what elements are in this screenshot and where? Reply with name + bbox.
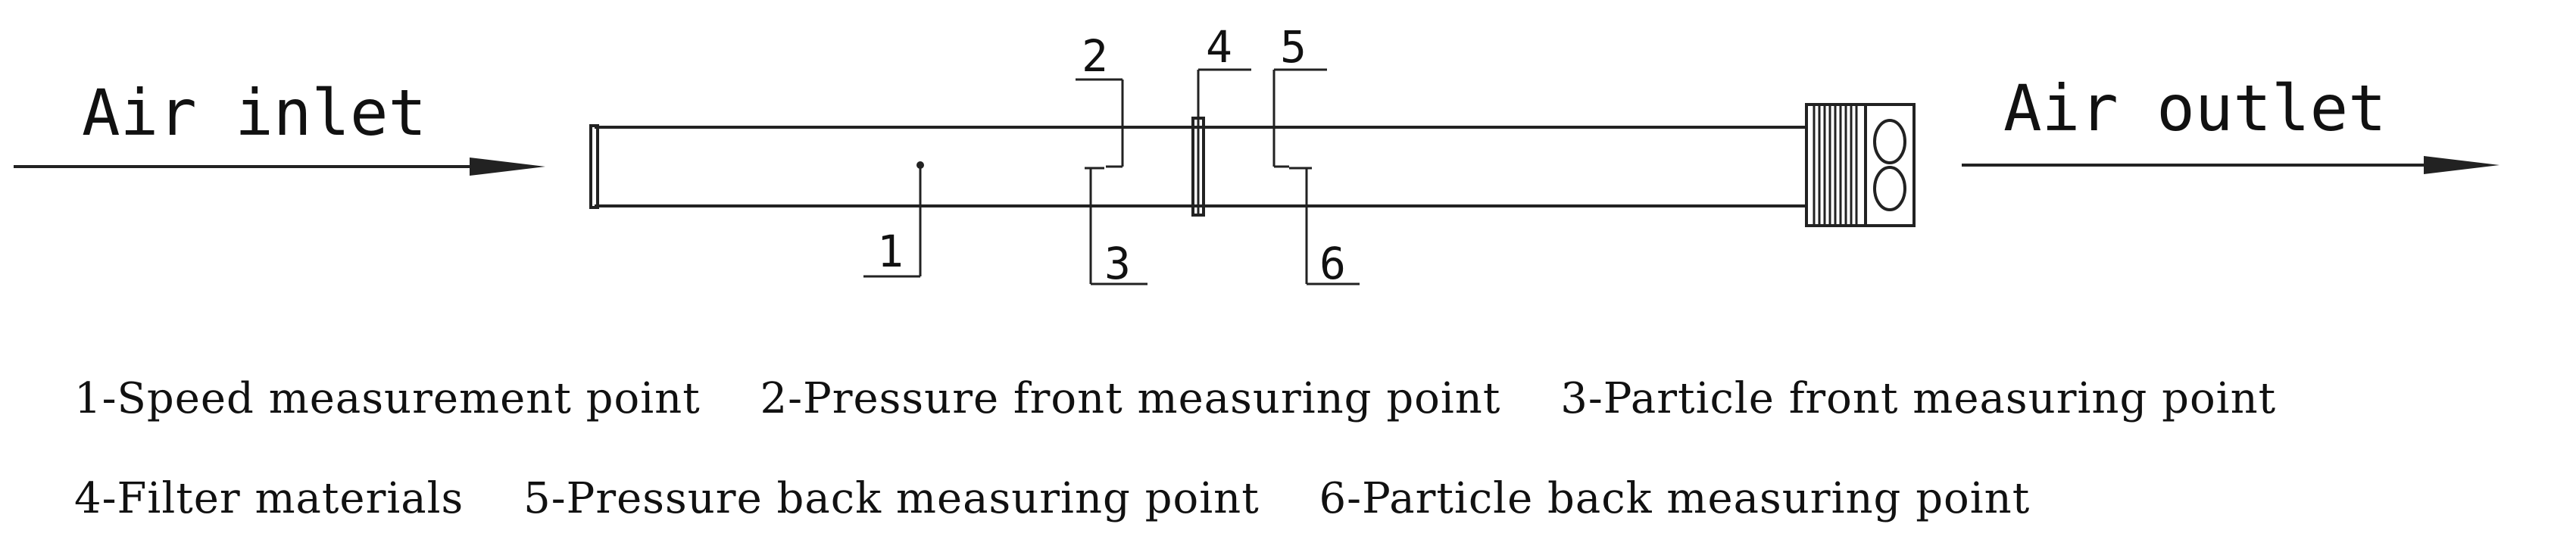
callout-2-leader: [1076, 78, 1124, 168]
fan-rotor-lower: [1873, 166, 1906, 211]
callout-4-leader: [1197, 68, 1251, 118]
fan-rotor-upper: [1873, 119, 1906, 164]
filter-holder: [1191, 117, 1205, 217]
legend-item-filter-materials: 4-Filter materials: [74, 474, 464, 523]
callout-1-leader: [863, 161, 924, 278]
callout-6-label: 6: [1319, 238, 1346, 289]
legend-item-pressure-back: 5-Pressure back measuring point: [523, 474, 1260, 523]
duct-tube: [589, 124, 1806, 209]
callout-5-leader: [1272, 68, 1327, 168]
callout-3-leader: [1085, 167, 1147, 285]
air-outlet-label: Air outlet: [2003, 71, 2387, 145]
legend-row-1: 1-Speed measurement point 2-Pressure fro…: [74, 373, 2322, 426]
callout-6-leader: [1289, 167, 1360, 285]
callout-1-label: 1: [877, 226, 904, 277]
air-inlet-label: Air inlet: [82, 76, 426, 150]
legend-item-particle-front: 3-Particle front measuring point: [1560, 374, 2277, 423]
callout-3-label: 3: [1104, 238, 1131, 289]
callout-5-label: 5: [1280, 21, 1307, 73]
legend-row-2: 4-Filter materials 5-Pressure back measu…: [74, 473, 2075, 526]
air-inlet-arrow: [14, 158, 545, 176]
air-outlet-arrow: [1962, 156, 2500, 174]
fan-housing: [1805, 103, 1916, 227]
legend-item-speed-point: 1-Speed measurement point: [74, 374, 701, 423]
legend-item-pressure-front: 2-Pressure front measuring point: [760, 374, 1501, 423]
callout-4-label: 4: [1206, 21, 1232, 73]
legend-item-particle-back: 6-Particle back measuring point: [1319, 474, 2031, 523]
callout-2-label: 2: [1082, 30, 1108, 82]
